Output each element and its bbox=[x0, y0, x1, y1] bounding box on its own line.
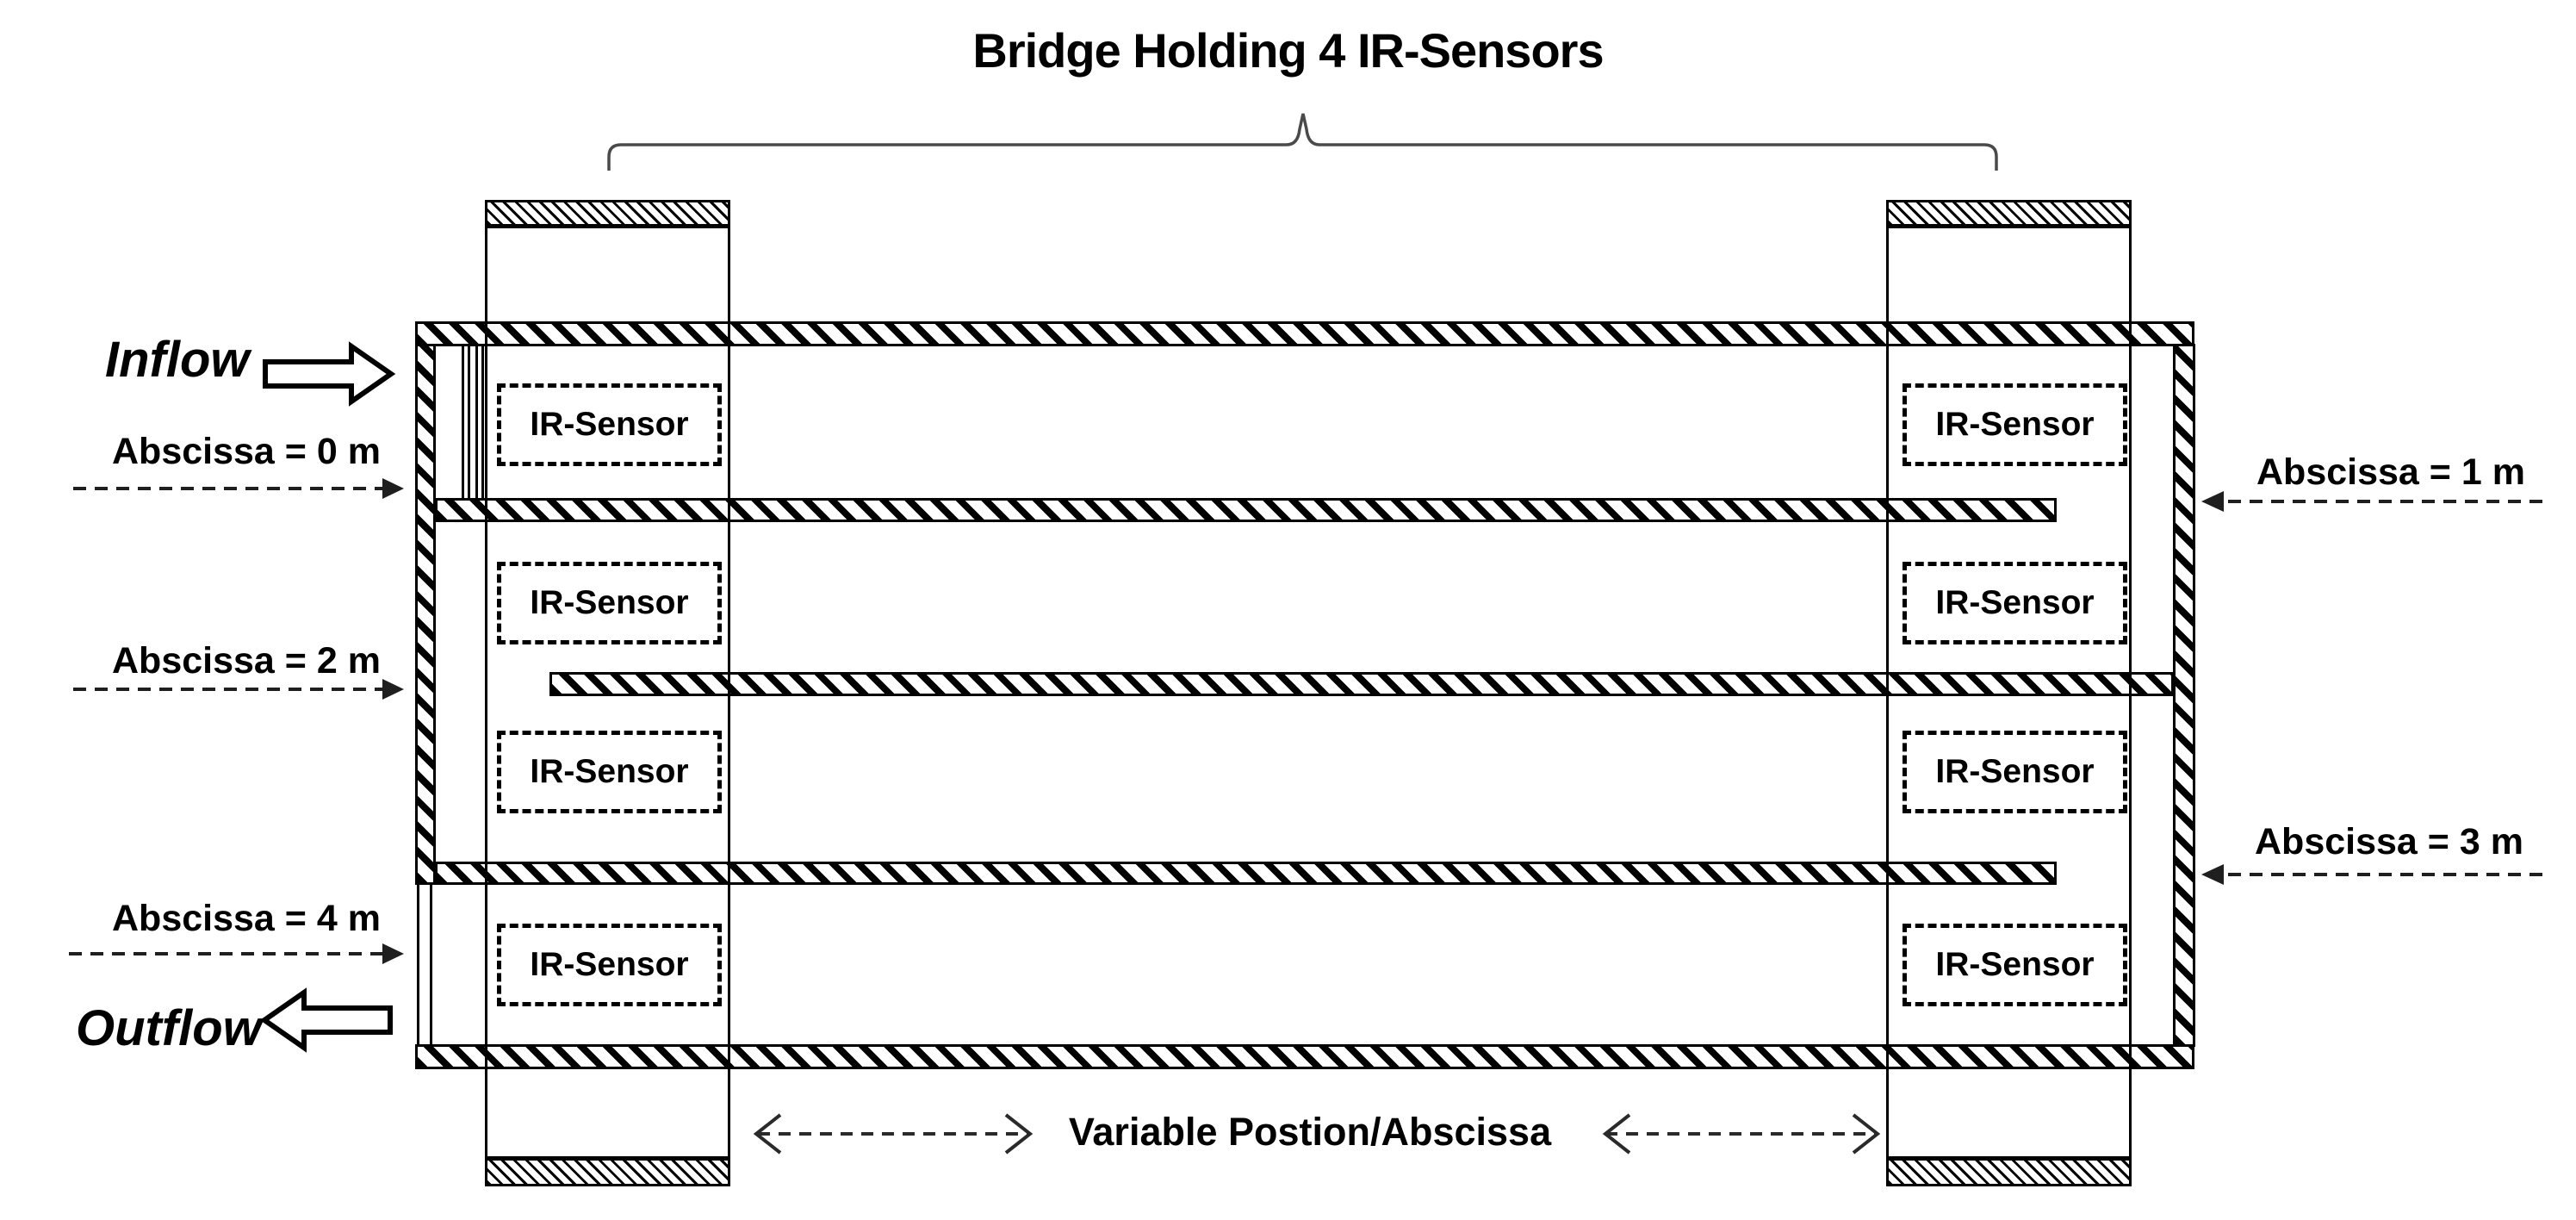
ir-sensor-box-right-2: IR-Sensor bbox=[1903, 562, 2127, 644]
abscissa-3m-arrow bbox=[2201, 864, 2542, 885]
ir-sensor-label: IR-Sensor bbox=[530, 946, 689, 983]
bridge-span-brace bbox=[607, 113, 1998, 171]
ir-sensor-box-right-3: IR-Sensor bbox=[1903, 731, 2127, 813]
ir-sensor-label: IR-Sensor bbox=[1935, 584, 2095, 621]
pier-top-cap-icon bbox=[485, 200, 730, 228]
inflow-label: Inflow bbox=[105, 332, 250, 388]
ir-sensor-label: IR-Sensor bbox=[1935, 946, 2095, 983]
ir-sensor-box-right-1: IR-Sensor bbox=[1903, 383, 2127, 466]
variable-position-arrow-left bbox=[753, 1113, 1034, 1155]
flume-right-wall bbox=[2173, 344, 2195, 1047]
outflow-arrow-icon bbox=[259, 987, 393, 1053]
pier-bottom-cap-icon bbox=[1886, 1156, 2132, 1186]
flume-top-wall bbox=[415, 321, 2194, 346]
variable-position-label: Variable Postion/Abscissa bbox=[1068, 1110, 1552, 1154]
ir-sensor-box-left-4: IR-Sensor bbox=[497, 924, 722, 1006]
pier-bottom-cap-icon bbox=[485, 1156, 730, 1186]
ir-sensor-label: IR-Sensor bbox=[530, 406, 689, 443]
ir-sensor-label: IR-Sensor bbox=[1935, 753, 2095, 790]
outlet-gate-line bbox=[430, 885, 432, 1044]
outlet-gate-line bbox=[417, 885, 419, 1044]
abscissa-3m-label: Abscissa = 3 m bbox=[2255, 821, 2523, 862]
ir-sensor-label: IR-Sensor bbox=[530, 753, 689, 790]
diagram-title: Bridge Holding 4 IR-Sensors bbox=[972, 23, 1604, 78]
flume-left-wall bbox=[415, 344, 436, 885]
ir-sensor-box-left-3: IR-Sensor bbox=[497, 731, 722, 813]
ir-sensor-box-left-1: IR-Sensor bbox=[497, 383, 722, 466]
pier-top-cap-icon bbox=[1886, 200, 2132, 228]
abscissa-2m-label: Abscissa = 2 m bbox=[112, 640, 381, 682]
inlet-gate-line bbox=[468, 346, 470, 498]
inlet-gate-line bbox=[475, 346, 478, 498]
baffle-3 bbox=[435, 862, 2057, 885]
inlet-gate-line bbox=[481, 346, 484, 498]
ir-sensor-box-left-2: IR-Sensor bbox=[497, 562, 722, 644]
inlet-gate-line bbox=[462, 346, 464, 498]
bridge-pier-right bbox=[1886, 200, 2132, 1186]
baffle-2 bbox=[549, 672, 2174, 696]
inflow-arrow-icon bbox=[263, 341, 396, 407]
ir-sensor-label: IR-Sensor bbox=[1935, 406, 2095, 443]
abscissa-4m-arrow bbox=[69, 943, 404, 964]
abscissa-0m-arrow bbox=[73, 478, 404, 499]
ir-sensor-label: IR-Sensor bbox=[530, 584, 689, 621]
variable-position-arrow-right bbox=[1602, 1113, 1881, 1155]
abscissa-1m-arrow bbox=[2201, 491, 2542, 512]
abscissa-2m-arrow bbox=[73, 679, 404, 700]
flume-bottom-wall bbox=[415, 1044, 2194, 1069]
outflow-label: Outflow bbox=[76, 1000, 262, 1056]
abscissa-4m-label: Abscissa = 4 m bbox=[112, 898, 381, 939]
ir-sensor-box-right-4: IR-Sensor bbox=[1903, 924, 2127, 1006]
abscissa-1m-label: Abscissa = 1 m bbox=[2256, 451, 2525, 493]
abscissa-0m-label: Abscissa = 0 m bbox=[112, 431, 381, 472]
baffle-1 bbox=[435, 498, 2057, 522]
bridge-pier-left bbox=[485, 200, 730, 1186]
